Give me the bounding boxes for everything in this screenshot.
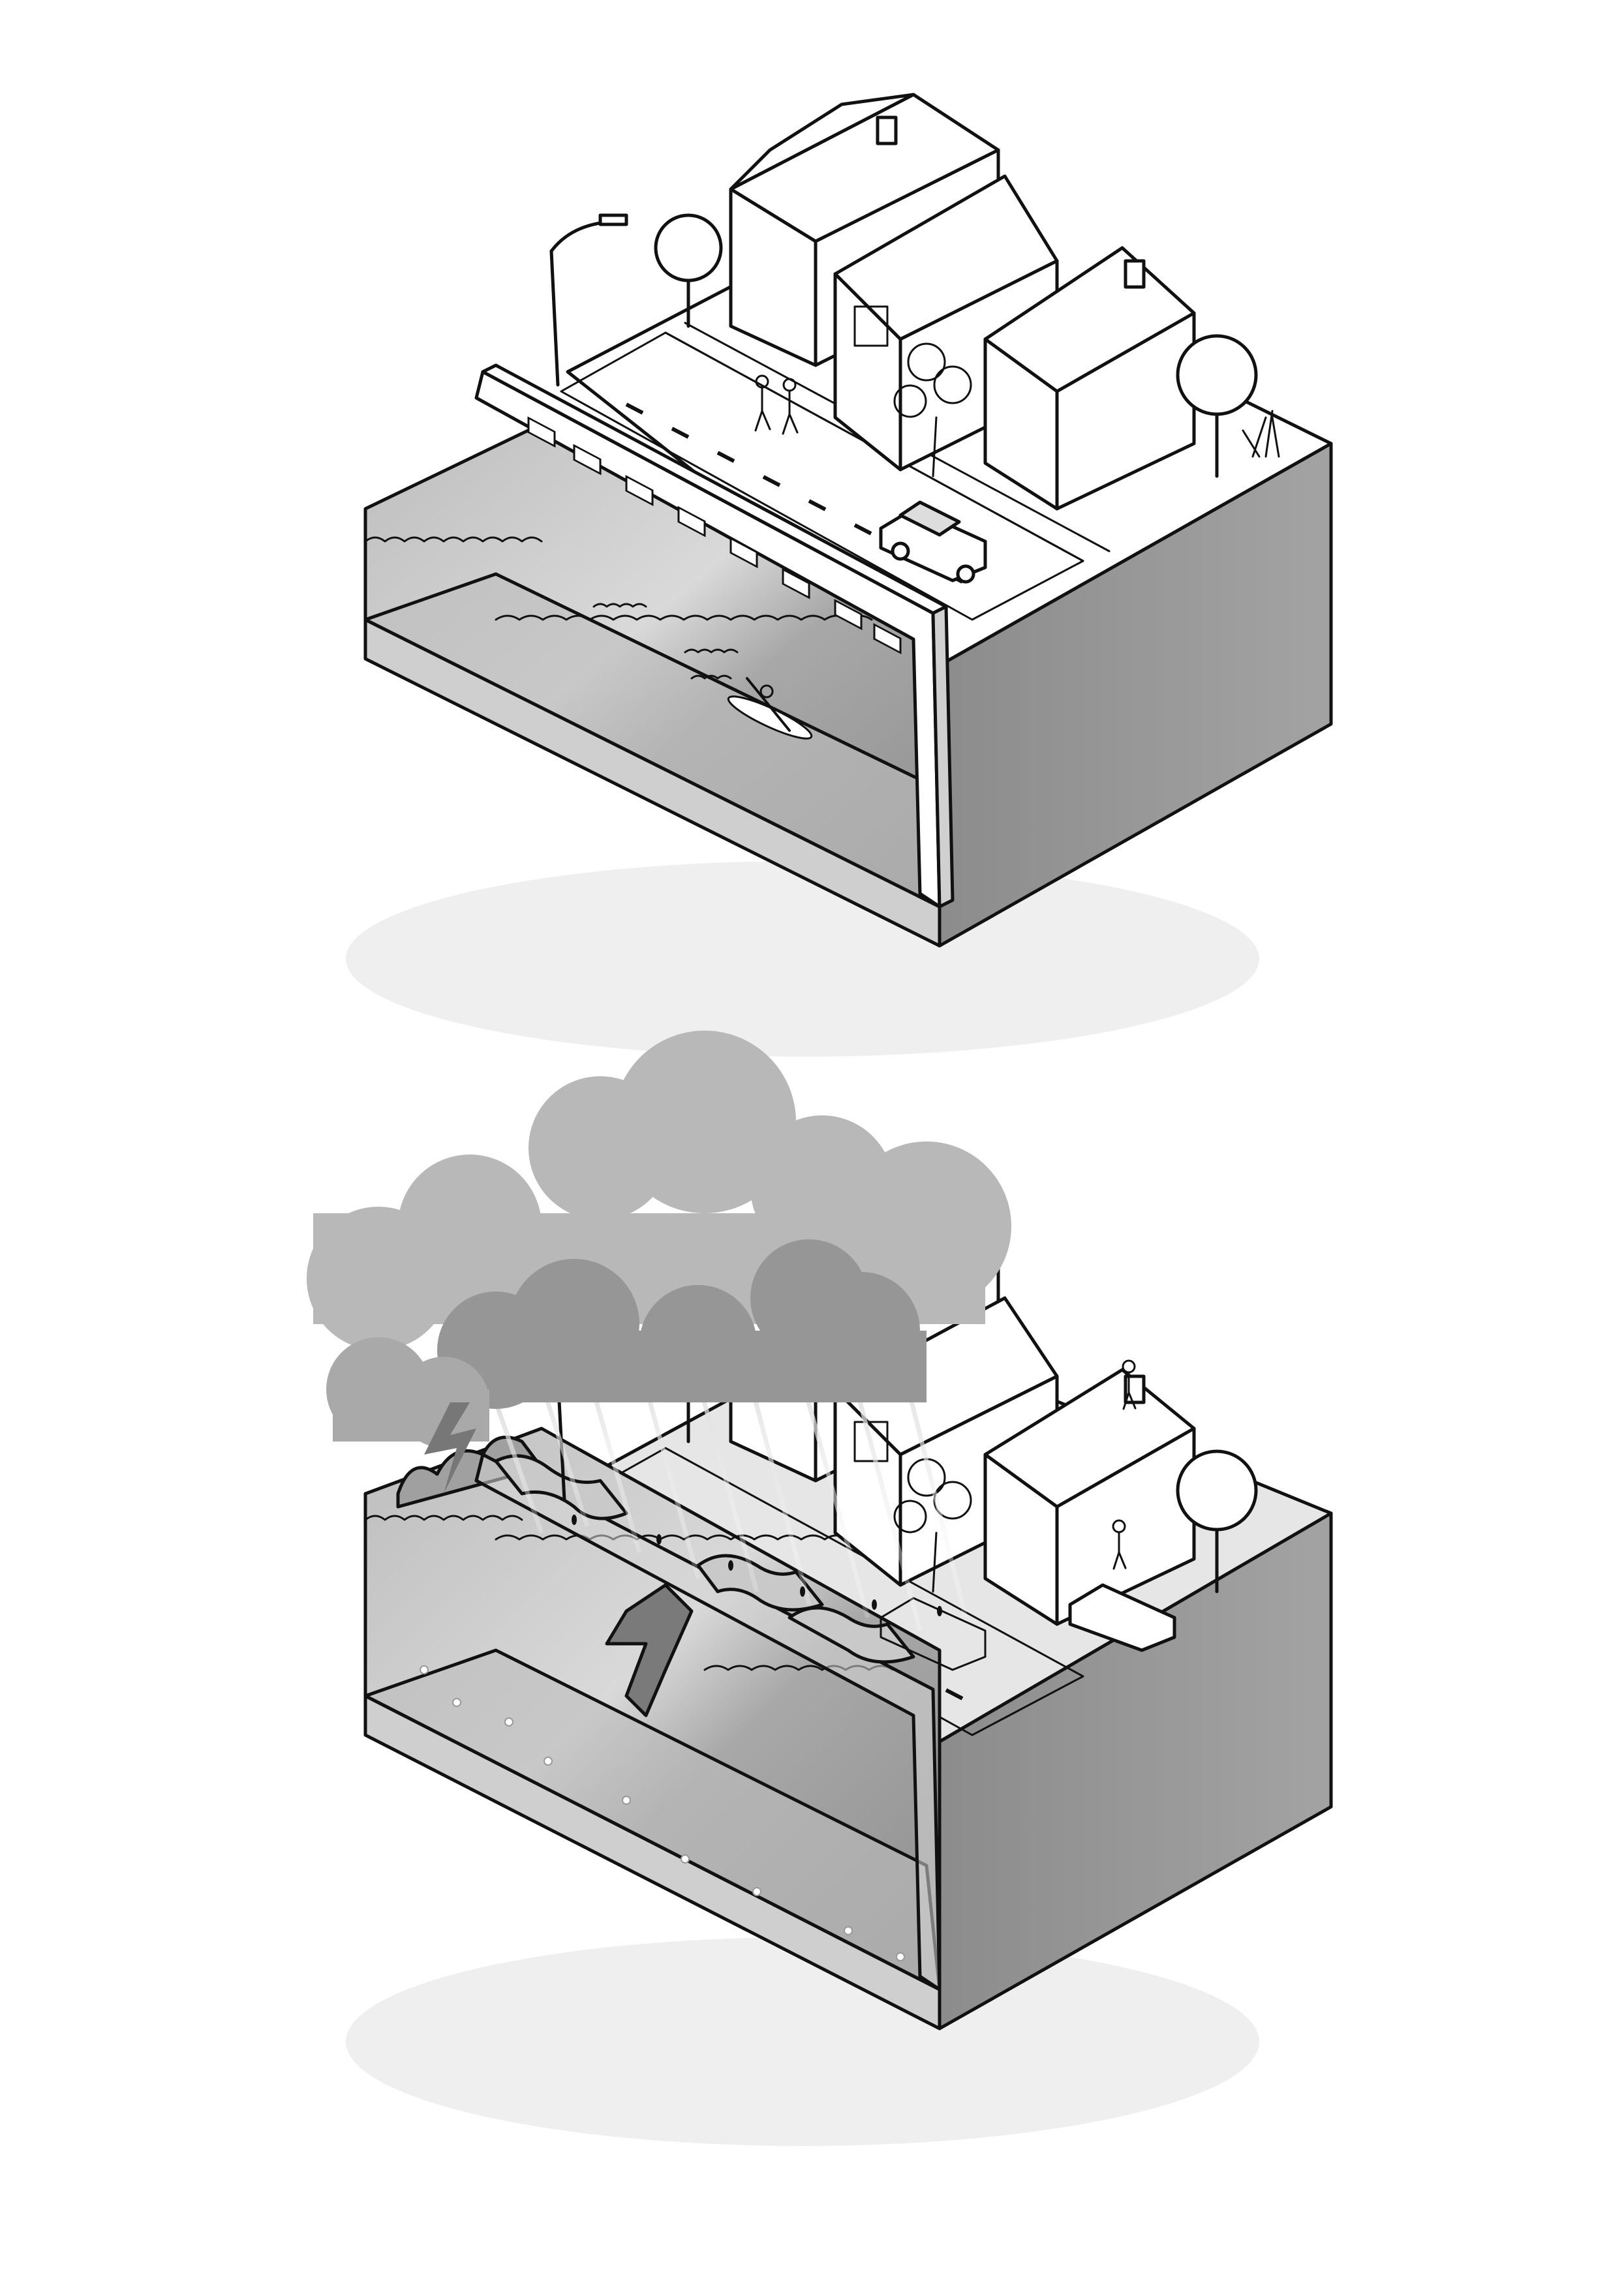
street-lamp-icon	[549, 213, 628, 387]
car-icon	[1068, 1583, 1176, 1652]
water-surface-waves	[364, 1515, 523, 1521]
cloud-icon	[326, 1337, 489, 1448]
lightning-icon	[424, 1402, 476, 1494]
person-icon	[754, 374, 799, 435]
ripples	[592, 603, 739, 680]
panel-storm	[307, 1031, 1333, 2146]
cloud-icon	[307, 1031, 1011, 1350]
plant-icon	[1242, 410, 1280, 458]
person-icon	[1112, 1519, 1127, 1570]
water-surface-waves	[364, 536, 543, 543]
water-waves-front	[495, 614, 873, 621]
tree-icon	[1176, 334, 1258, 478]
house-icon	[983, 246, 1196, 511]
ground-shadow	[346, 861, 1259, 1057]
raindrops	[572, 1515, 942, 1616]
ground-shadow	[346, 1937, 1259, 2146]
kayak-icon	[727, 677, 813, 740]
water-bubbles	[420, 1665, 905, 1961]
house-icon	[833, 174, 1059, 472]
overtopping-water	[494, 1454, 915, 1664]
house-icon	[833, 1296, 1059, 1587]
car-icon	[879, 500, 987, 584]
cloud-icon	[437, 1239, 927, 1409]
wall-crack	[605, 1583, 694, 1717]
panel-calm	[346, 93, 1333, 1057]
tree-icon	[1176, 1449, 1258, 1594]
person-icon	[1122, 1359, 1137, 1410]
wall-bricks	[527, 416, 902, 655]
water-waves-back	[495, 1534, 896, 1541]
palm-tree-icon	[893, 342, 972, 477]
flood-wall-breached	[474, 1453, 942, 1991]
flood-wall-edge	[931, 605, 955, 909]
tree-icon	[654, 213, 723, 328]
